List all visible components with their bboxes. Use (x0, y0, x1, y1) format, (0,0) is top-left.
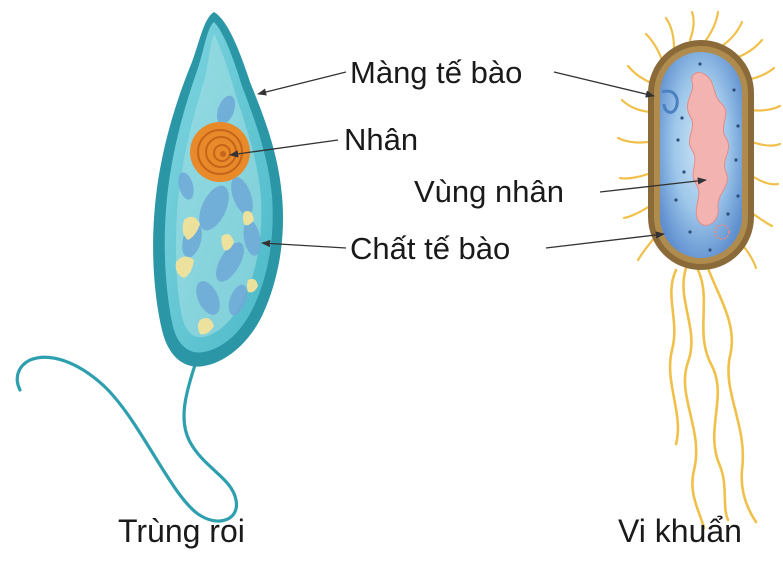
euglena (17, 12, 283, 521)
caption-bacterium: Vi khuẩn (618, 513, 742, 549)
bacterium (618, 12, 780, 528)
euglena-flagellum (17, 357, 236, 521)
euglena-nucleus (190, 122, 250, 182)
bacterium-flagella-long (670, 268, 756, 528)
caption-euglena: Trùng roi (118, 513, 245, 549)
label-cytoplasm: Chất tế bào (350, 231, 510, 266)
label-cell-membrane: Màng tế bào (350, 55, 522, 90)
leader-lines (230, 72, 706, 248)
leader-cytoplasm-right (546, 234, 664, 248)
leader-membrane-left (258, 72, 346, 94)
label-nucleus: Nhân (344, 122, 418, 157)
label-nucleoid: Vùng nhân (414, 174, 564, 209)
